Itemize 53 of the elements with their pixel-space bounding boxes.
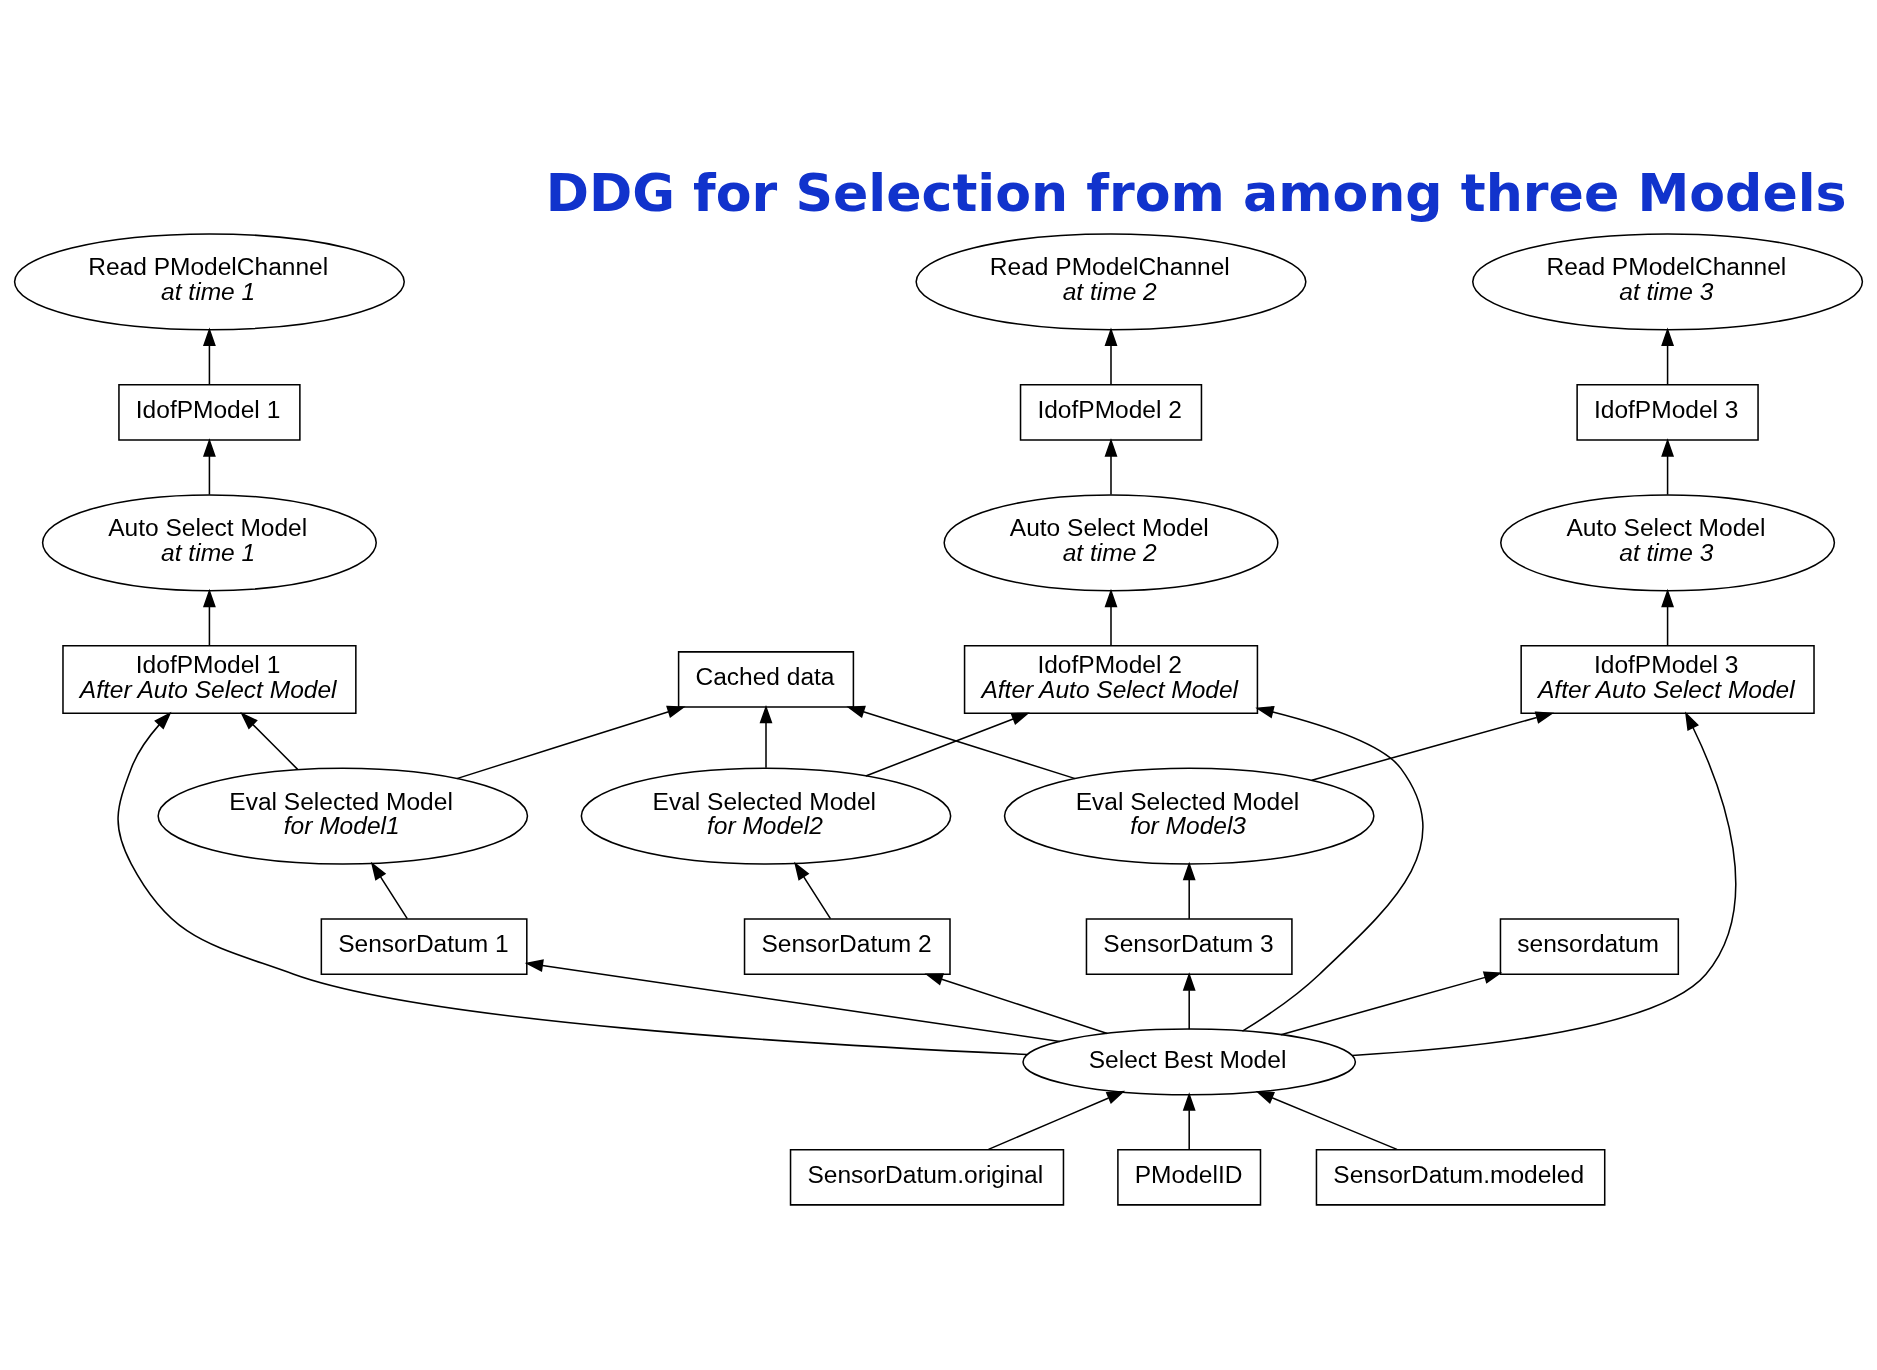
node-ellipse: Select Best Model — [1022, 1028, 1357, 1096]
arrow — [524, 959, 1061, 1043]
arrow — [924, 973, 1109, 1035]
node-ellipse: Read PModelChannel at time 3 — [1472, 233, 1864, 331]
arrow — [1255, 1090, 1398, 1151]
arrow — [987, 1090, 1126, 1151]
arrow — [1182, 972, 1196, 1030]
arrow — [240, 711, 299, 771]
arrow — [370, 861, 408, 920]
node-box: IdofPModel 2 — [1019, 383, 1203, 441]
arrow — [1104, 327, 1118, 386]
node-box: SensorDatum.original — [789, 1148, 1065, 1206]
arrow — [1311, 711, 1555, 782]
node-ellipse: Auto Select Model at time 3 — [1500, 494, 1836, 592]
node-ellipse: Read PModelChannel at time 1 — [13, 233, 405, 331]
arrow — [865, 712, 1030, 777]
arrow — [759, 704, 773, 769]
node-ellipse: Auto Select Model at time 1 — [41, 494, 377, 592]
node-box: PModelID — [1117, 1148, 1262, 1206]
node-ellipse: Auto Select Model at time 2 — [943, 494, 1279, 592]
arrow — [1280, 971, 1503, 1036]
arrow — [1661, 327, 1675, 386]
node-box: SensorDatum 1 — [320, 918, 528, 975]
node-box: IdofPModel 1 — [118, 383, 301, 441]
arrow — [1241, 705, 1424, 1032]
arrow — [846, 705, 1076, 780]
arrow — [1182, 1092, 1196, 1150]
node-box: sensordatum — [1499, 918, 1680, 975]
diagram-title: DDG for Selection from among three Models — [545, 163, 1847, 224]
arrow — [202, 438, 216, 496]
node-box: SensorDatum.modeled — [1315, 1148, 1606, 1206]
node-box: IdofPModel 1 After Auto Select Model — [62, 645, 357, 714]
node-box: IdofPModel 3 — [1576, 383, 1759, 441]
arrow — [202, 588, 216, 647]
arrow — [1104, 588, 1118, 647]
node-ellipse: Read PModelChannel at time 2 — [915, 233, 1307, 331]
arrow — [202, 327, 216, 386]
arrow — [1661, 438, 1675, 496]
arrow — [1351, 711, 1737, 1057]
node-box: Cached data — [677, 651, 855, 708]
node-ellipse: Eval Selected Model for Model1 — [157, 767, 529, 865]
node-box: SensorDatum 2 — [743, 918, 951, 975]
arrow — [117, 711, 1029, 1056]
node-box: SensorDatum 3 — [1085, 918, 1293, 975]
arrow — [1182, 861, 1196, 920]
arrow — [794, 861, 832, 920]
node-ellipse: Eval Selected Model for Model2 — [580, 767, 952, 865]
arrow — [456, 705, 686, 780]
node-box: IdofPModel 2 After Auto Select Model — [963, 645, 1259, 714]
arrow — [1104, 438, 1118, 496]
arrow — [1661, 588, 1675, 647]
node-box: IdofPModel 3 After Auto Select Model — [1520, 645, 1815, 714]
node-ellipse: Eval Selected Model for Model3 — [1003, 767, 1375, 865]
